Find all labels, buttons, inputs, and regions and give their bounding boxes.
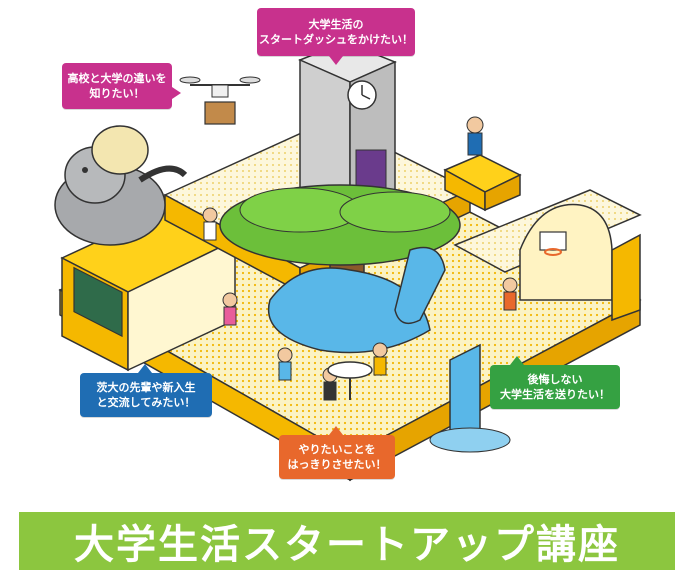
basketball-hoop-icon — [539, 231, 567, 256]
bubble-text: 後悔しない — [527, 373, 583, 386]
page-title: 大学生活スタートアップ講座 — [74, 522, 620, 568]
tree-icon — [219, 184, 461, 316]
bubble-text: 知りたい！ — [89, 87, 145, 100]
speech-bubble-blue: 茨大の先輩や新入生 と交流してみたい！ — [80, 364, 212, 417]
speech-bubble-green: 後悔しない 大学生活を送りたい！ — [490, 356, 620, 409]
waterfall-icon — [267, 246, 511, 453]
bubble-text: と交流してみたい！ — [96, 396, 196, 409]
drone-icon — [179, 76, 261, 125]
bubble-text: 高校と大学の違いを — [67, 72, 167, 85]
speech-bubble-top: 大学生活の スタートダッシュをかけたい！ — [257, 8, 415, 65]
speech-bubble-left: 高校と大学の違いを 知りたい！ — [62, 63, 181, 109]
speech-bubble-orange: やりたいことを はっきりさせたい！ — [279, 426, 395, 479]
bubble-text: はっきりさせたい！ — [287, 458, 387, 471]
bubble-text: 大学生活を送りたい！ — [500, 388, 610, 401]
bubble-text: やりたいことを — [298, 443, 376, 456]
bubble-text: 大学生活の — [308, 18, 364, 31]
cafe-table-icon — [327, 361, 373, 400]
mammoth-icon — [91, 125, 149, 175]
stage-block — [443, 154, 522, 212]
title-banner: 大学生活スタートアップ講座 — [19, 512, 675, 570]
bubble-text: 茨大の先輩や新入生 — [96, 381, 196, 394]
gym-block — [453, 189, 642, 322]
bubble-text: スタートダッシュをかけたい！ — [259, 33, 413, 46]
student-figure-icon — [202, 116, 518, 401]
